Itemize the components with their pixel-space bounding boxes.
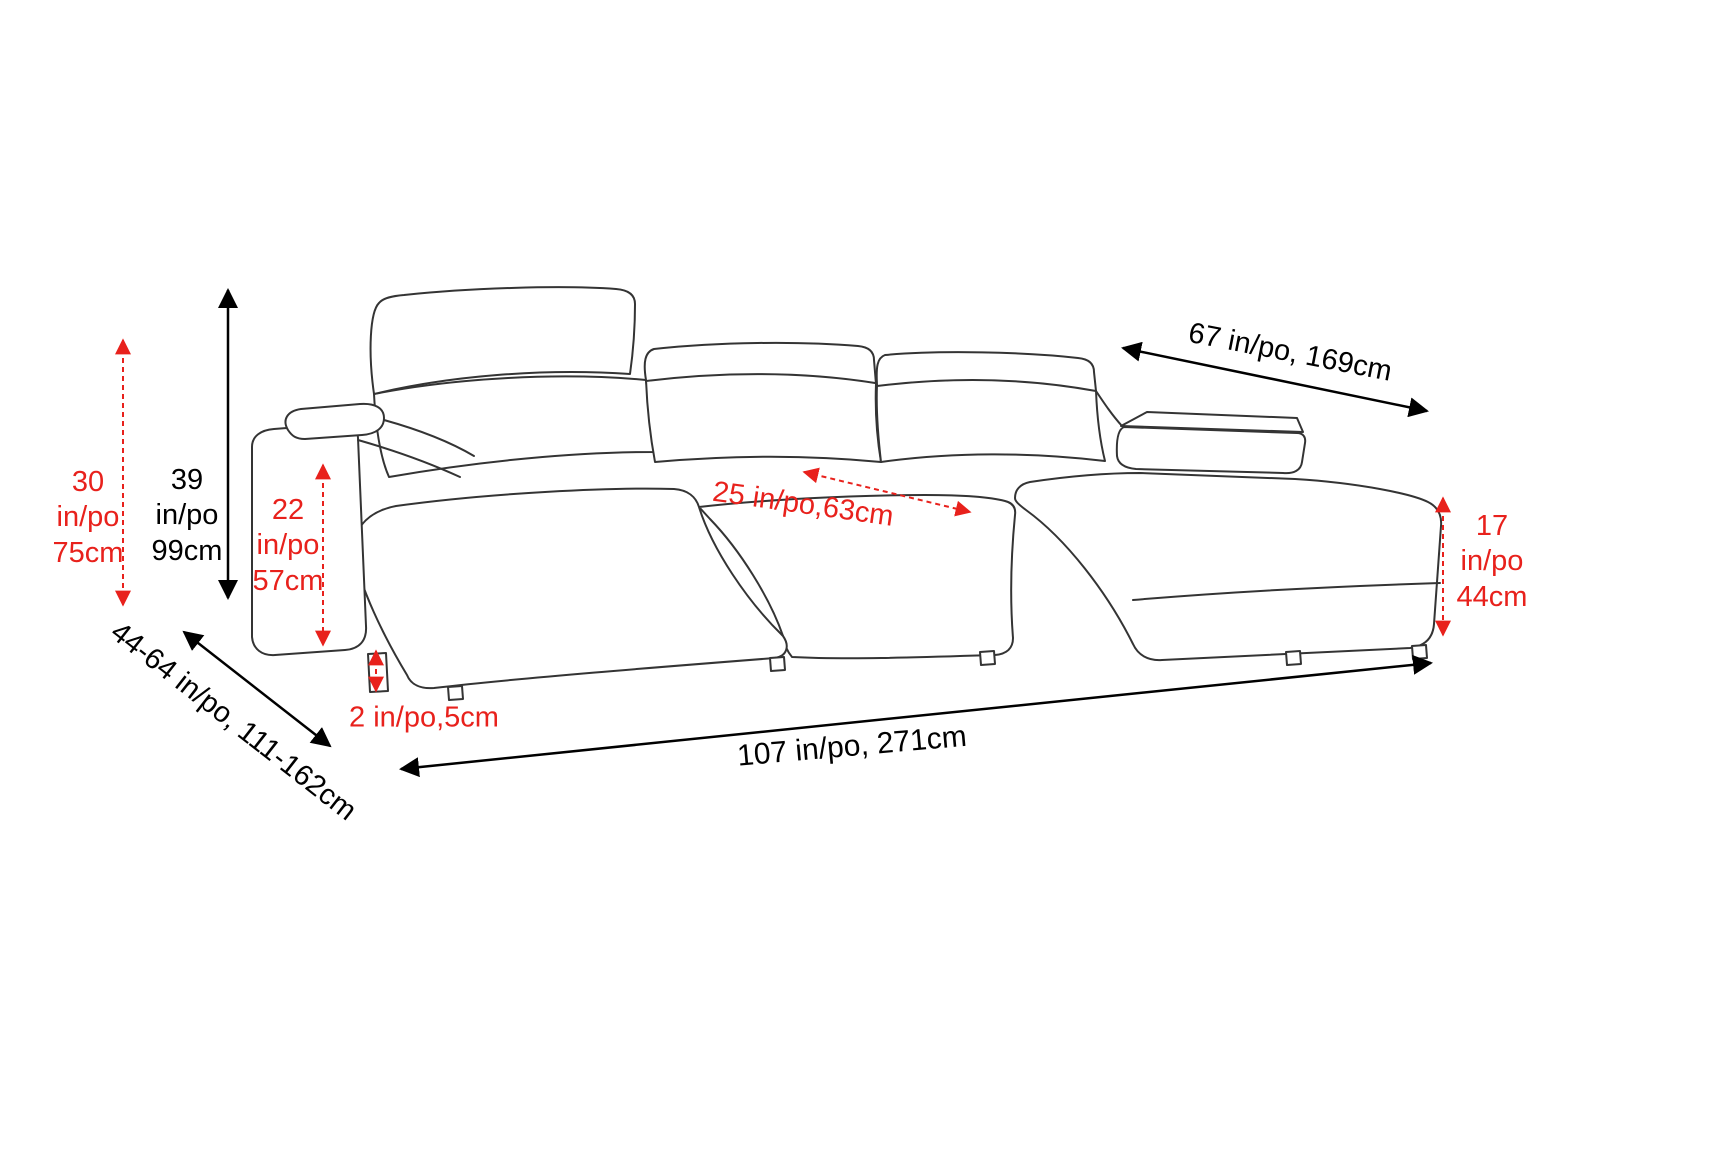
depth-arrow	[182, 630, 332, 748]
backrest-right-crease	[876, 379, 1097, 392]
overall-height-label: 39 in/po 99cm	[151, 463, 223, 567]
back-height-label: 30 in/po 75cm	[52, 465, 124, 569]
left-arm-back-line	[383, 419, 475, 457]
dimension-arrows	[115, 288, 1451, 778]
seat-height-label: 17 in/po 44cm	[1456, 509, 1528, 613]
overall-width-arrow	[399, 654, 1433, 778]
left-arm-tray	[284, 402, 385, 440]
seat-depth-arrow	[802, 467, 972, 517]
backrest-left-lower	[373, 375, 656, 478]
ground-clearance-label: 2 in/po,5cm	[349, 701, 499, 734]
right-arm-front	[1115, 426, 1307, 475]
sofa-leg	[1285, 650, 1302, 666]
sofa-leg	[1411, 644, 1428, 660]
arm-height-label: 22 in/po 57cm	[252, 493, 324, 597]
sofa-leg	[979, 650, 996, 666]
chaise-front-edge	[1132, 582, 1441, 601]
back-to-arm-line	[1095, 390, 1123, 427]
chaise	[1014, 472, 1443, 662]
sofa-leg	[367, 652, 389, 693]
headrest-left	[369, 286, 636, 395]
sofa-leg	[447, 685, 464, 701]
sofa-illustration	[251, 286, 1443, 701]
left-arm-top-line	[357, 439, 461, 478]
sofa-leg	[769, 656, 786, 672]
chaise-length-arrow	[1121, 341, 1429, 418]
backrest-right	[875, 351, 1106, 463]
backrest-middle-crease	[645, 373, 876, 384]
backrest-middle	[643, 341, 882, 463]
